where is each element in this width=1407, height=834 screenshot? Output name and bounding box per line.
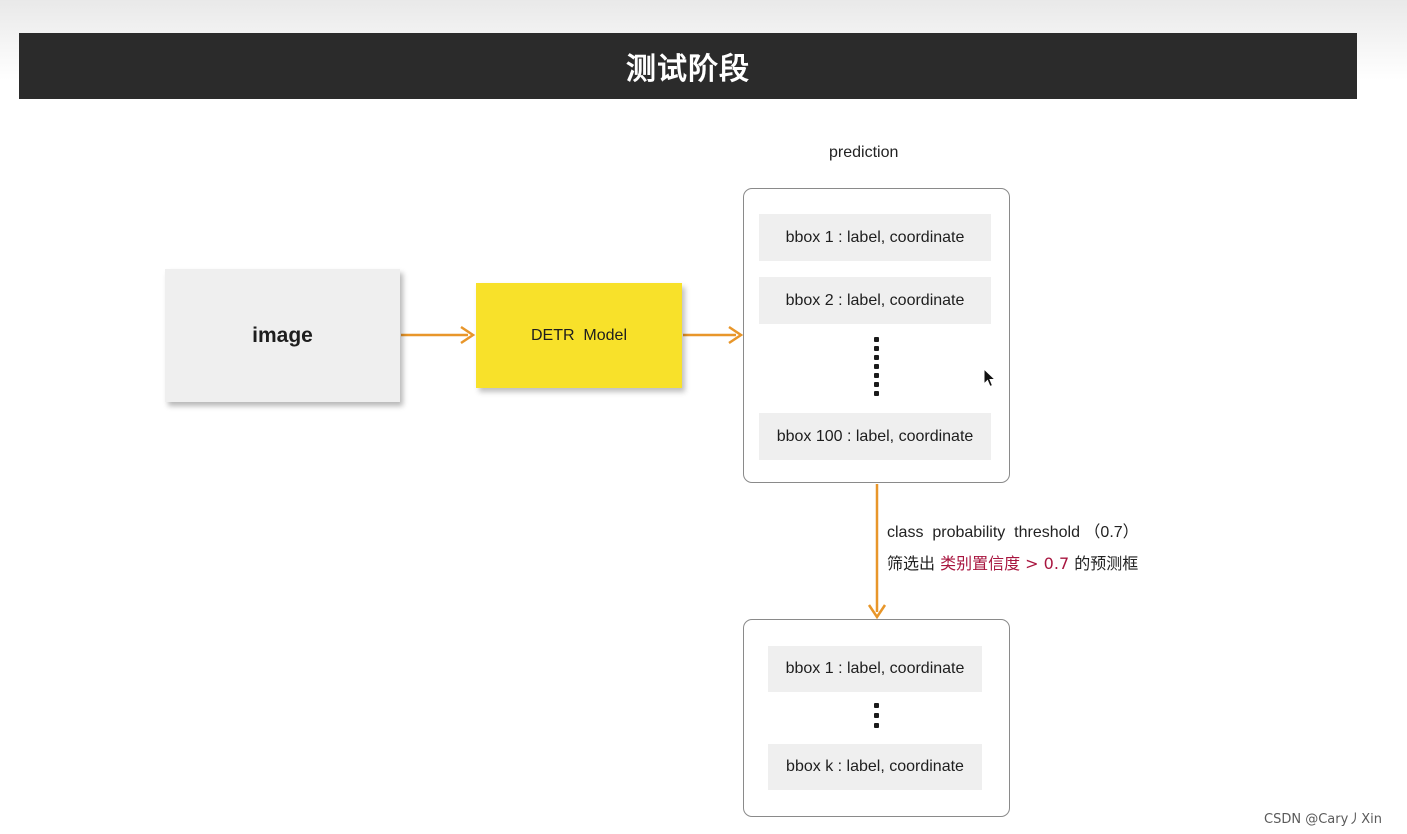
image-node-label: image (252, 323, 313, 347)
filtered-row-bbox-1: bbox 1 : label, coordinate (768, 646, 982, 692)
prediction-row-bbox-1: bbox 1 : label, coordinate (759, 214, 991, 261)
threshold-description: 筛选出 类别置信度 > 0.7 的预测框 (887, 550, 1138, 574)
prediction-caption: prediction (829, 144, 899, 161)
page-title: 测试阶段 (626, 52, 750, 87)
ellipsis-vertical-icon (874, 703, 879, 733)
threshold-description-highlight: 类别置信度 > 0.7 (940, 554, 1070, 573)
header-bar: 测试阶段 (19, 33, 1357, 99)
arrow-image-to-model (401, 325, 476, 345)
threshold-label: class probability threshold （0.7） (887, 524, 1139, 541)
arrow-prediction-to-filtered (867, 484, 887, 620)
detr-model-label: DETR Model (530, 326, 628, 344)
threshold-description-prefix: 筛选出 (887, 554, 941, 573)
prediction-row-bbox-2: bbox 2 : label, coordinate (759, 277, 991, 324)
image-node: image (165, 269, 400, 402)
prediction-row-bbox-100: bbox 100 : label, coordinate (759, 413, 991, 460)
ellipsis-vertical-icon (874, 337, 879, 400)
detr-model-node: DETR Model (476, 283, 682, 388)
arrow-model-to-prediction (683, 325, 744, 345)
threshold-description-suffix: 的预测框 (1069, 554, 1139, 573)
mouse-pointer-icon (983, 368, 997, 388)
filtered-row-bbox-k: bbox k : label, coordinate (768, 744, 982, 790)
watermark: CSDN @Cary丿Xin (1264, 812, 1383, 827)
